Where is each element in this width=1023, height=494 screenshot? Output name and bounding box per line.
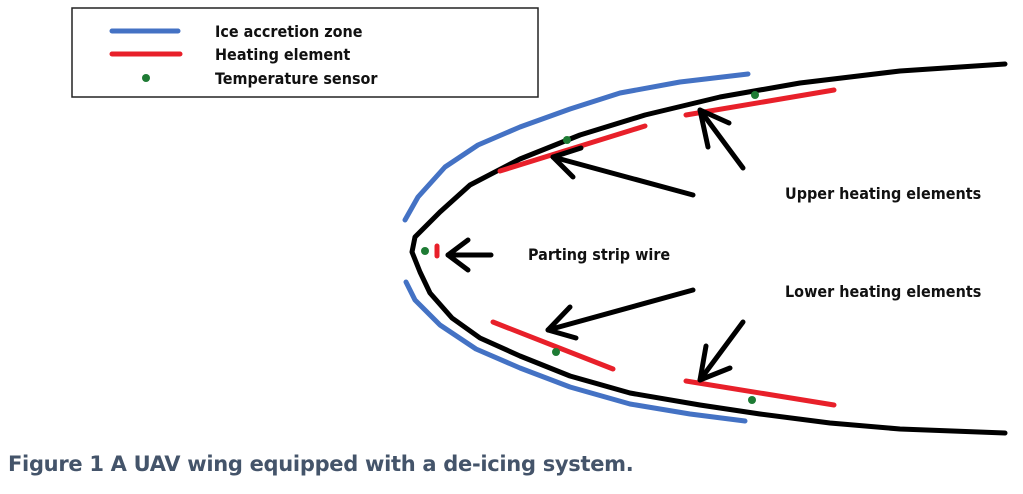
- figure-caption: Figure 1 A UAV wing equipped with a de-i…: [8, 452, 634, 476]
- legend-sensor-swatch: [142, 74, 150, 82]
- arrow-lower-1: [545, 287, 696, 341]
- temperature-sensor-upper-1: [563, 136, 571, 144]
- heating-element-lower-2: [683, 378, 837, 408]
- airfoil-outline: [409, 61, 1008, 436]
- legend-label-heating: Heating element: [215, 45, 350, 64]
- label-parting-strip-wire: Parting strip wire: [528, 245, 670, 264]
- temperature-sensor-lower-1: [552, 348, 560, 356]
- heating-element-upper-2: [683, 87, 837, 118]
- arrow-upper-2: [697, 107, 746, 171]
- label-lower-heating-elements: Lower heating elements: [785, 282, 981, 301]
- temperature-sensor-upper-2: [751, 91, 759, 99]
- legend-label-ice: Ice accretion zone: [215, 22, 363, 41]
- heating-element-lower-1: [490, 319, 616, 372]
- temperature-sensor-lower-2: [748, 396, 756, 404]
- ice-accretion-zone-upper: [402, 71, 751, 223]
- label-upper-heating-elements: Upper heating elements: [785, 184, 981, 203]
- arrow-lower-2: [697, 319, 746, 383]
- arrow-parting-strip: [445, 237, 494, 273]
- legend-label-sensor: Temperature sensor: [215, 69, 378, 88]
- legend: Ice accretion zone Heating element Tempe…: [71, 7, 539, 98]
- temperature-sensor-parting: [421, 247, 429, 255]
- ice-accretion-zone-lower: [403, 279, 748, 424]
- arrow-upper-1: [550, 145, 696, 198]
